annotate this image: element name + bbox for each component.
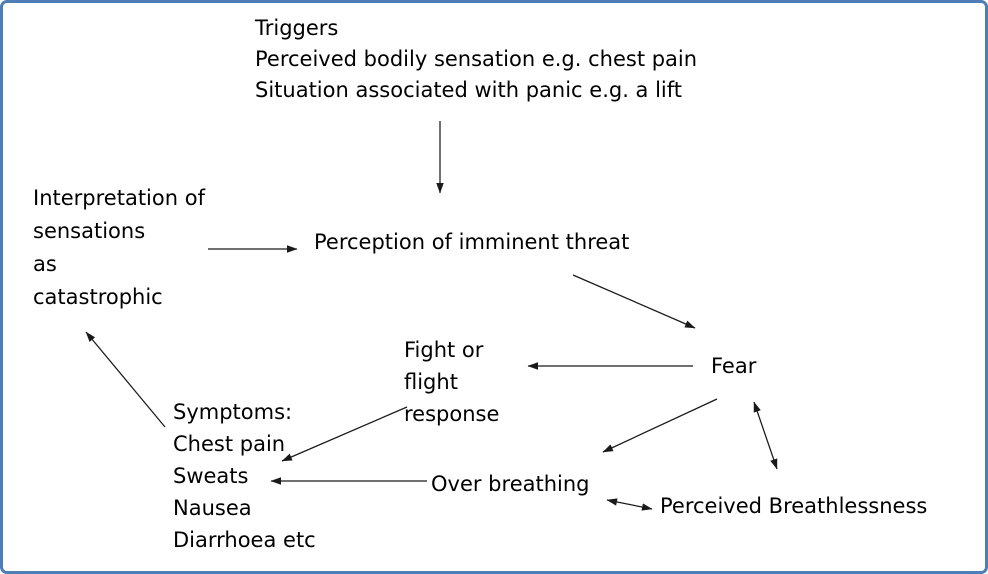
node-interpretation-of-sensations: Interpretation of sensations as catastro… <box>33 186 205 309</box>
node-perception-of-imminent-threat: Perception of imminent threat <box>314 230 630 254</box>
arrow-symptoms-to-interpretation <box>85 331 166 428</box>
node-perceived-breathlessness: Perceived Breathlessness <box>660 494 928 518</box>
diagram-canvas: Triggers Perceived bodily sensation e.g.… <box>3 3 985 571</box>
arrow-fear-to-over-breathing <box>602 398 718 453</box>
node-symptoms-list: Symptoms: Chest pain Sweats Nausea Diarr… <box>173 400 316 552</box>
arrow-perception-to-fear <box>572 274 696 329</box>
node-triggers: Triggers Perceived bodily sensation e.g.… <box>255 16 698 102</box>
node-over-breathing: Over breathing <box>431 472 590 496</box>
node-fear: Fear <box>711 354 757 378</box>
arrow-fear-perceived-breathlessness <box>753 401 778 470</box>
arrow-over-breathing-breathlessness <box>606 498 653 511</box>
node-fight-or-flight-response: Fight or flight response <box>404 338 500 426</box>
